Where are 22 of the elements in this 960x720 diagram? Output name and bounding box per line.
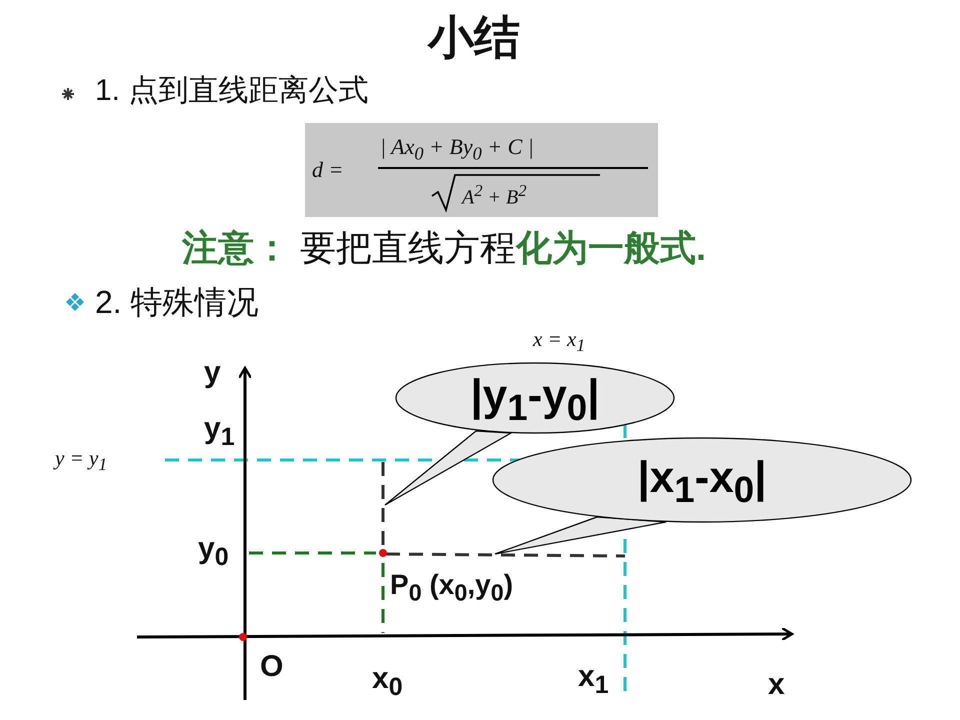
formula-text: | Ax$_{0}$ + By$_{0}$ + C | — [380, 135, 534, 164]
line-equation: y = y$_{1}$ — [55, 447, 108, 474]
formula-text: d = — [312, 158, 344, 182]
note-text: 注意： 要把直线方程化为一般式. — [182, 228, 706, 268]
slide-title: 小结 — [428, 12, 520, 63]
tick-label: y$_{1}$ — [204, 412, 235, 452]
distance-line — [386, 552, 626, 558]
tick-label: x$_{0}$ — [372, 662, 403, 702]
section-heading: 1. 点到直线距离公式 — [95, 74, 368, 107]
callout-pointer — [494, 516, 667, 555]
tick-label: y$_{0}$ — [198, 532, 229, 572]
origin-label: O — [260, 650, 284, 683]
axis-label: x — [768, 668, 785, 701]
tick-label: x$_{1}$ — [578, 660, 609, 700]
distance-label: |x$_{1}$-x$_{0}$| — [638, 456, 766, 508]
section-heading: 2. 特殊情况 — [95, 285, 259, 320]
formula-text: A$^{2}$ + B$^{2}$ — [462, 182, 527, 209]
line-equation: x = x$_{1}$ — [533, 328, 586, 356]
point-label: P$_{0}$ (x$_{0}$,y$_{0}$) — [390, 570, 514, 606]
axis-label: y — [204, 356, 221, 389]
distance-label: |y$_{1}$-y$_{0}$| — [470, 374, 600, 426]
callout-pointer — [384, 430, 514, 506]
